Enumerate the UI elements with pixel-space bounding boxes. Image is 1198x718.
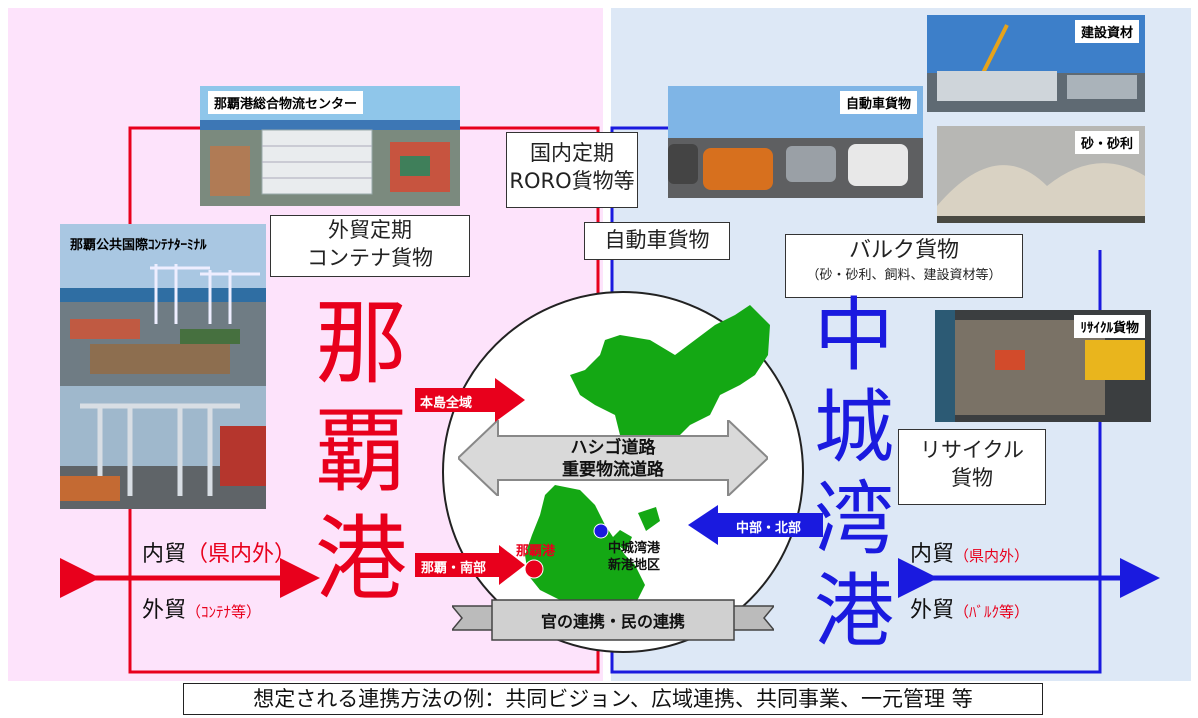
foreign-container-line1: 外貿定期 [328, 218, 412, 242]
recycle-line1: リサイクル [920, 438, 1024, 462]
southern-island [525, 485, 645, 605]
nakagusuku-foreign-trade: 外貿（ﾊﾞﾙｸ等） [910, 592, 1029, 624]
central-north-arrow-label: 中部・北部 [736, 521, 802, 536]
automobile-box-label: 自動車貨物 [604, 228, 710, 252]
naha-foreign-label: 外貿 [142, 598, 187, 623]
main-island-arrow-label: 本島全域 [420, 396, 473, 411]
naha-domestic-qualifier: （県内外） [186, 542, 297, 567]
road-label-line2: 重要物流道路 [562, 460, 664, 480]
foreign-container-line2: コンテナ貨物 [307, 246, 433, 270]
nakagusuku-map-label: 中城湾港 新港地区 [608, 540, 660, 574]
nakagusuku-port-name: 中 城 湾 港 [799, 290, 909, 658]
naha-char-3: 港 [314, 506, 407, 613]
logistics-center-photo: 那覇港総合物流センター [200, 86, 460, 206]
nakagusuku-map-label-line1: 中城湾港 [608, 541, 661, 556]
naha-bracket [128, 126, 600, 674]
container-terminal-photo-top: 那覇公共国際ｺﾝﾃﾅﾀｰﾐﾅﾙ [60, 224, 266, 386]
central-north-arrow [688, 505, 823, 545]
nakagusuku-char-3: 湾 [814, 473, 894, 566]
nakagusuku-domestic-label: 内貿 [910, 542, 955, 567]
main-island-arrow [415, 378, 525, 422]
road-arrow [458, 420, 768, 496]
nakagusuku-map-label-line2: 新港地区 [608, 558, 661, 573]
roro-line1: 国内定期 [530, 141, 614, 165]
container-terminal-caption: 那覇公共国際ｺﾝﾃﾅﾀｰﾐﾅﾙ [70, 238, 207, 253]
foreign-container-box: 外貿定期 コンテナ貨物 [270, 215, 470, 277]
automobile-photo: 自動車貨物 [668, 86, 923, 198]
northern-island [570, 305, 770, 455]
road-label: ハシゴ道路 重要物流道路 [500, 437, 726, 481]
construction-caption: 建設資材 [1074, 20, 1139, 43]
recycle-photo: ﾘｻｲｸﾙ貨物 [935, 310, 1151, 422]
recycle-caption: ﾘｻｲｸﾙ貨物 [1074, 315, 1145, 338]
construction-photo: 建設資材 [927, 15, 1145, 112]
recycle-line2: 貨物 [951, 466, 993, 490]
naha-char-2: 覇 [314, 398, 407, 505]
naha-char-1: 那 [314, 290, 407, 397]
nakagusuku-domestic-qualifier: （県内外） [954, 547, 1030, 565]
nakagusuku-port-dot [593, 523, 609, 539]
nakagusuku-domestic-trade: 内貿（県内外） [910, 536, 1029, 568]
automobile-caption: 自動車貨物 [839, 91, 917, 114]
naha-port-dot [524, 559, 544, 579]
naha-port-map-label: 那覇港 [516, 544, 556, 559]
naha-domestic-trade: 内貿（県内外） [142, 536, 296, 568]
gravel-photo: 砂・砂利 [937, 126, 1145, 223]
naha-south-arrow [415, 545, 525, 585]
roro-line2: RORO貨物等 [509, 169, 635, 193]
cooperation-methods-note: 想定される連携方法の例：共同ビジョン、広域連携、共同事業、一元管理 等 [183, 683, 1043, 715]
banner-label: 官の連携・民の連携 [540, 612, 685, 631]
nakagusuku-char-1: 中 [814, 289, 894, 382]
automobile-box: 自動車貨物 [584, 222, 730, 260]
naha-domestic-label: 内貿 [142, 542, 187, 567]
naha-south-arrow-label: 那覇・南部 [421, 561, 487, 576]
naha-port-name: 那 覇 港 [306, 290, 416, 614]
naha-foreign-trade: 外貿（ｺﾝﾃﾅ等） [142, 592, 261, 624]
bulk-title: バルク貨物 [848, 238, 959, 263]
bulk-box: バルク貨物 （砂・砂利、飼料、建設資材等） [785, 234, 1023, 298]
container-terminal-photo-bottom [60, 386, 266, 509]
roro-box: 国内定期 RORO貨物等 [506, 132, 638, 208]
cooperation-banner [452, 599, 774, 641]
gravel-caption: 砂・砂利 [1074, 131, 1139, 154]
nakagusuku-char-2: 城 [814, 381, 894, 474]
naha-foreign-qualifier: （ｺﾝﾃﾅ等） [186, 603, 262, 621]
logistics-center-caption: 那覇港総合物流センター [208, 91, 364, 114]
nakagusuku-foreign-qualifier: （ﾊﾞﾙｸ等） [954, 603, 1030, 621]
nakagusuku-char-4: 港 [814, 565, 894, 658]
bulk-subtitle: （砂・砂利、飼料、建設資材等） [806, 268, 1002, 283]
nakagusuku-foreign-label: 外貿 [910, 598, 955, 623]
road-label-line1: ハシゴ道路 [570, 438, 656, 458]
recycle-box: リサイクル 貨物 [898, 429, 1046, 505]
